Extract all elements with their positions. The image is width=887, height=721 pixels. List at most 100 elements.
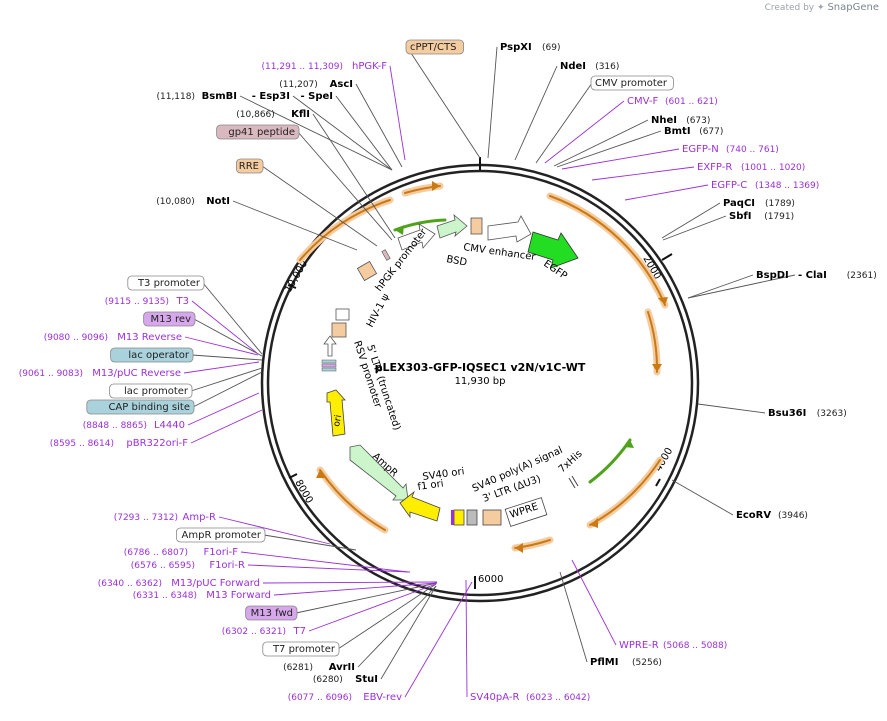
- clai-label: - ClaI (2361): [798, 270, 877, 281]
- f1ori-f-label: F1ori-F(6786 .. 6807): [124, 547, 239, 558]
- feature-7xhis-2: [571, 475, 579, 487]
- tick-label-10000: 10,000: [283, 259, 310, 295]
- ecorv-label: EcoRV(3946): [736, 510, 808, 521]
- l4440-name: L4440: [154, 420, 185, 431]
- t3-name: T3: [176, 296, 189, 307]
- ampr-promoter-leader: [263, 534, 357, 551]
- m13-reverse-position: (9080 .. 9096): [44, 333, 108, 343]
- m13-rev-leader: [193, 318, 263, 357]
- noti-label: NotI(10,080): [156, 196, 230, 207]
- bmti-label: BmtI(677): [664, 126, 723, 137]
- feature-5ltr: [331, 322, 347, 338]
- m13-puc-forward-leader: [262, 581, 438, 584]
- cmv-promoter-leader: [535, 82, 593, 164]
- cppt-cts-box: [405, 39, 464, 55]
- feature-lac-cluster: [321, 359, 337, 372]
- m13-fwd-label: M13 fwd: [245, 605, 298, 621]
- clai-position: (2361): [847, 271, 877, 281]
- cmv-f-leader: [544, 100, 625, 164]
- lac-operator-name: lac operator: [128, 350, 189, 361]
- feature-egfp: [527, 231, 579, 269]
- sv40pa-r-position: (6023 .. 6042): [526, 693, 590, 703]
- gp41-peptide-leader: [297, 131, 393, 241]
- spei-label: - SpeI: [301, 91, 334, 102]
- feature-cmv-enhancer: [487, 215, 532, 243]
- hpgk-f-position: (11,291 .. 11,309): [262, 62, 343, 72]
- m13-puc-reverse-label: M13/pUC Reverse (9061 .. 9083): [19, 368, 181, 379]
- clai-name: - ClaI: [798, 270, 827, 281]
- rre-leader: [261, 165, 378, 247]
- arrowhead-green-1: [395, 225, 404, 235]
- m13-puc-reverse-name: M13/pUC Reverse: [92, 368, 181, 379]
- kfli-label: KflI(10,866): [236, 109, 310, 120]
- orf-arc-egfp-core: [549, 195, 666, 306]
- bspdi-leader: [687, 274, 754, 299]
- ecorv-position: (3946): [778, 511, 808, 521]
- lac-operator-label: lac operator: [110, 347, 194, 363]
- avrii-label: AvrII(6281): [283, 662, 355, 673]
- f1ori-r-label: F1ori-R(6576 .. 6595): [131, 560, 245, 571]
- ebv-rev-leader: [404, 581, 473, 698]
- sv40pa-r-name: SV40pA-R: [470, 692, 519, 703]
- lac-promoter-name: lac promoter: [124, 386, 189, 397]
- noti-leader: [232, 200, 358, 251]
- nhei-position: (673): [686, 116, 710, 126]
- label-ori: ori: [332, 414, 344, 427]
- rre-box: [235, 158, 264, 174]
- wpre-r-label: WPRE-R(5068 .. 5088): [619, 640, 727, 651]
- cmv-promoter-label: CMV promoter: [590, 75, 674, 91]
- t3-promoter-name: T3 promoter: [137, 278, 201, 289]
- bsu36i-label: Bsu36I(3263): [768, 408, 847, 419]
- egfp-c-leader: [624, 184, 709, 201]
- l4440-leader: [187, 392, 260, 426]
- bsu36i-position: (3263): [817, 409, 847, 419]
- arrowhead-3: [590, 518, 598, 528]
- ebv-rev-label: EBV-rev(6077 .. 6096): [288, 692, 402, 703]
- cap-binding-site-name: CAP binding site: [108, 402, 190, 413]
- t7-label: T7(6302 .. 6321): [222, 626, 306, 637]
- orf-arc-green-right: [588, 438, 632, 484]
- f1ori-r-name: F1ori-R: [209, 560, 245, 571]
- wpre-r-name: WPRE-R: [619, 640, 659, 651]
- amp-r-label: Amp-R(7293 .. 7312): [114, 512, 216, 523]
- paqci-label: PaqCI(1789): [723, 198, 795, 209]
- arrowhead-6: [432, 181, 440, 191]
- t3-leader: [191, 300, 258, 354]
- cmv-promoter-box: [590, 75, 674, 91]
- egfp-n-position: (740 .. 761): [726, 145, 779, 155]
- nhei-leader: [553, 119, 649, 167]
- bspdi-name: BspDI: [756, 270, 789, 281]
- nhei-name: NheI: [651, 115, 677, 126]
- ampr-promoter-name: AmpR promoter: [182, 530, 262, 541]
- tick-2000: [661, 253, 673, 261]
- sbfi-name: SbfI: [729, 211, 751, 222]
- f1ori-r-leader: [247, 564, 411, 573]
- hpgk-f-name: hPGK-F: [352, 61, 387, 72]
- egfp-c-label: EGFP-C (1348 .. 1369): [711, 180, 819, 191]
- cap-binding-site-box: [86, 399, 195, 415]
- feature-cmv-promoter-box: [470, 217, 483, 235]
- cap-binding-site-label: CAP binding site: [86, 399, 195, 415]
- m13-puc-reverse-position: (9061 .. 9083): [19, 369, 83, 379]
- asci-position: (11,207): [279, 80, 318, 90]
- tick-8000: [288, 473, 298, 479]
- tick-label-6000: 6000: [478, 574, 503, 585]
- ampr-promoter-box: [175, 527, 266, 543]
- m13-fwd-name: M13 fwd: [251, 608, 293, 619]
- rre-label: RRE: [235, 158, 264, 174]
- cmv-f-label: CMV-F(601 .. 621): [627, 96, 718, 107]
- pflmi-name: PflMI: [590, 657, 618, 668]
- esp3i-leader: [292, 95, 393, 171]
- spei-leader: [335, 95, 393, 171]
- sv40pa-r-leader: [465, 579, 468, 698]
- orf-arc-lower-right: [586, 456, 664, 529]
- bsmbi-leader: [239, 95, 393, 171]
- cppt-cts-label: cPPT/CTS: [405, 39, 464, 55]
- egfp-c-position: (1348 .. 1369): [755, 181, 819, 191]
- egfp-c-name: EGFP-C: [711, 180, 747, 191]
- cppt-cts-leader: [406, 46, 481, 159]
- asci-name: AscI: [330, 79, 353, 90]
- feature-sv40-ori: [453, 509, 465, 526]
